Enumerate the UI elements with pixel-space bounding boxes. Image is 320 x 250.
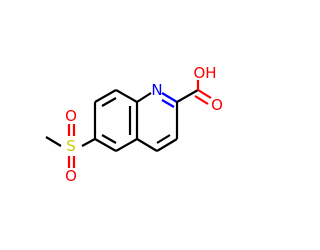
- sulfonyl-oxygen-bottom-label: O: [65, 167, 77, 185]
- bond-s-methyl: [45, 136, 62, 147]
- sulfonyl-oxygen-top-label: O: [65, 107, 77, 125]
- bond-cooh-o-double-a: [197, 89, 212, 99]
- bond-n1-c2: [161, 92, 178, 103]
- bond-c8a-c8: [115, 89, 138, 103]
- bond-c7-s: [81, 138, 96, 147]
- bond-c8-c7-double: [101, 97, 117, 107]
- bond-c3-cooh: [176, 89, 199, 103]
- hydroxyl-label: OH: [193, 64, 216, 82]
- bond-c6-c5: [94, 138, 117, 152]
- structure-canvas: N OH O S O O: [23, 64, 226, 185]
- sulfur-label: S: [66, 137, 76, 155]
- bond-cooh-o-double-b: [194, 95, 209, 105]
- bond-n1-c2-double: [161, 99, 175, 108]
- bond-c8-c7: [94, 89, 117, 103]
- carbonyl-oxygen-label: O: [211, 96, 223, 114]
- bond-c8a-n1: [136, 92, 152, 103]
- bond-c5-c4a: [115, 138, 138, 152]
- nitrogen-label: N: [151, 81, 162, 99]
- bond-c3-c4-double: [156, 134, 171, 144]
- bond-c3-c4: [156, 138, 178, 152]
- bond-c6-c5-double: [101, 134, 117, 144]
- chemical-structure-image-match: N OH O S O O: [45, 64, 223, 185]
- bond-c4-c4a: [136, 138, 158, 152]
